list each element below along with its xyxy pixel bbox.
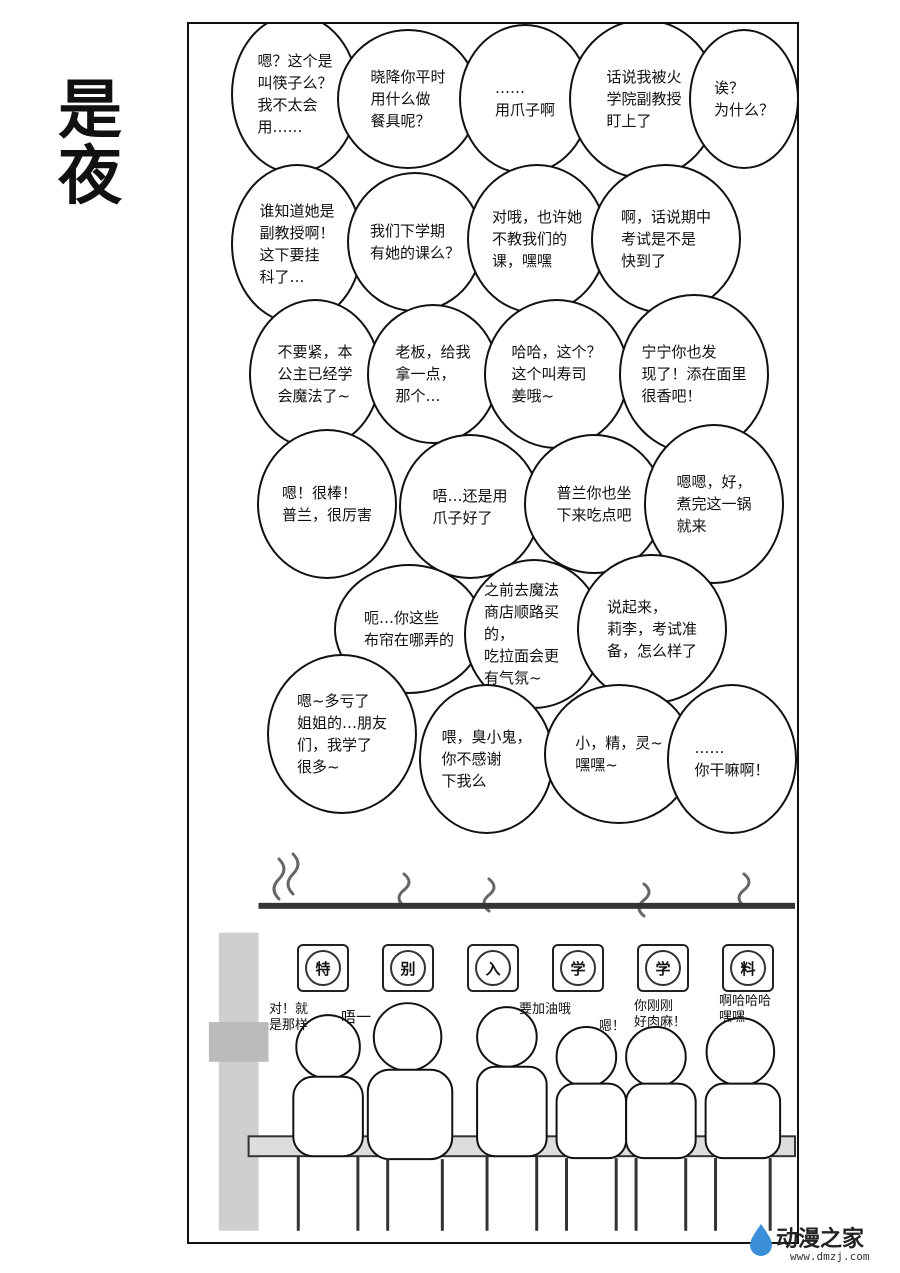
bubble-text: 我们下学期 有她的课么？ — [369, 222, 460, 262]
speech-bubble: 啊，话说期中 考试是不是 快到了 — [591, 164, 741, 314]
bubble-text: 对哦，也许她 不教我们的 课，嘿嘿 — [491, 208, 582, 270]
bubble-text: 嗯~多亏了 姐姐的…朋友 们，我学了 很多~ — [296, 692, 387, 776]
speech-bubble: 普兰你也坐 下来吃点吧 — [524, 434, 664, 574]
title-char-2: 夜 — [58, 140, 122, 214]
bubble-text: 老板，给我 拿一点， 那个… — [395, 343, 471, 405]
speech-bubble: 诶？ 为什么？ — [689, 29, 797, 169]
bubble-text: 小，精，灵~ 嘿嘿~ — [575, 734, 663, 774]
speech-bubble: 老板，给我 拿一点， 那个… — [367, 304, 499, 444]
banner-tile: 入 — [467, 944, 519, 992]
bubble-text: 哈哈，这个？ 这个叫寿司 姜哦~ — [511, 343, 602, 405]
bubble-text: 诶？ 为什么？ — [713, 79, 774, 119]
banner-tile: 特 — [297, 944, 349, 992]
speech-bubble: 晓降你平时 用什么做 餐具呢？ — [337, 29, 479, 169]
speech-bubble: 我们下学期 有她的课么？ — [347, 172, 483, 312]
shop-banner: 特 别 入 学 学 料 — [262, 944, 797, 994]
bubble-text: 说起来， 莉李，考试准 备，怎么样了 — [606, 598, 697, 660]
speech-bubble: …… 你干嘛啊！ — [667, 684, 797, 834]
comic-panel: 嗯？这个是 叫筷子么？ 我不太会 用…… 晓降你平时 用什么做 餐具呢？ …… … — [187, 22, 799, 1244]
cheer-text: 唔一 — [341, 1008, 372, 1026]
bubble-text: 喂，臭小鬼， 你不感谢 下我么 — [441, 728, 532, 790]
speech-bubble: 不要紧，本 公主已经学 会魔法了~ — [249, 299, 381, 449]
page-title: 是 夜 — [58, 78, 128, 210]
bubble-text: 不要紧，本 公主已经学 会魔法了~ — [277, 343, 353, 405]
cheer-text: 嗯！ — [599, 1019, 626, 1034]
cheer-text: 要加油哦 — [519, 1002, 572, 1017]
logo-brand: 动漫之家 — [776, 1227, 865, 1252]
cheer-text: 对！就 是那样 — [269, 1002, 309, 1033]
bubble-text: 晓降你平时 用什么做 餐具呢？ — [370, 68, 446, 130]
banner-tile: 学 — [552, 944, 604, 992]
bubble-text: 嗯？这个是 叫筷子么？ 我不太会 用…… — [257, 52, 333, 136]
bubble-text: 普兰你也坐 下来吃点吧 — [556, 484, 632, 524]
bubble-text: …… 你干嘛啊！ — [694, 739, 770, 779]
bubble-text: 嗯嗯，好， 煮完这一锅 就来 — [676, 473, 752, 535]
bubble-text: 宁宁你也发 现了！添在面里 很香吧！ — [641, 343, 747, 405]
banner-tile: 别 — [382, 944, 434, 992]
cheer-text: 啊哈哈哈 嘿嘿 — [719, 994, 772, 1025]
speech-bubble: 唔…还是用 爪子好了 — [399, 434, 541, 579]
speech-bubble: 喂，臭小鬼， 你不感谢 下我么 — [419, 684, 554, 834]
bubble-text: 谁知道她是 副教授啊！ 这下要挂 科了… — [259, 202, 335, 286]
title-char-1: 是 — [58, 74, 122, 148]
speech-bubble: 说起来， 莉李，考试准 备，怎么样了 — [577, 554, 727, 704]
speech-bubble: 嗯~多亏了 姐姐的…朋友 们，我学了 很多~ — [267, 654, 417, 814]
bubble-text: 啊，话说期中 考试是不是 快到了 — [620, 208, 711, 270]
bubble-text: 唔…还是用 爪子好了 — [432, 486, 508, 527]
logo-url: www.dmzj.com — [790, 1250, 870, 1263]
bubble-text: 话说我被火 学院副教授 盯上了 — [606, 68, 682, 130]
site-logo: 动漫之家 www.dmzj.com — [748, 1220, 898, 1270]
cheer-text: 你刚刚 好肉麻！ — [634, 999, 687, 1030]
droplet-icon — [750, 1224, 772, 1256]
banner-tile: 学 — [637, 944, 689, 992]
speech-bubble: 哈哈，这个？ 这个叫寿司 姜哦~ — [484, 299, 629, 449]
speech-bubble: 对哦，也许她 不教我们的 课，嘿嘿 — [467, 164, 607, 314]
bubble-text: 嗯！很棒！ 普兰，很厉害 — [281, 484, 372, 524]
speech-bubble: 谁知道她是 副教授啊！ 这下要挂 科了… — [231, 164, 363, 324]
bubble-text: 呃…你这些 布帘在哪弄的 — [363, 609, 454, 649]
banner-tile: 料 — [722, 944, 774, 992]
bubble-text: …… 用爪子啊 — [494, 79, 555, 119]
ramen-stall-illustration — [208, 902, 797, 1231]
speech-bubble: 嗯！很棒！ 普兰，很厉害 — [257, 429, 397, 579]
bubble-text: 之前去魔法 商店顺路买的， 吃拉面会更 有气氛~ — [484, 581, 560, 687]
